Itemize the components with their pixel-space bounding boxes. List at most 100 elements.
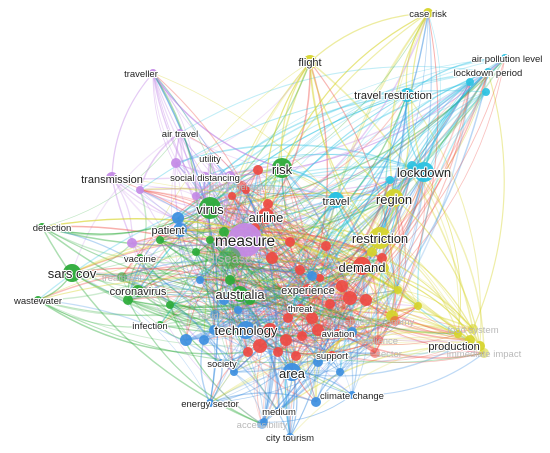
network-edge (256, 329, 271, 425)
label-infection: infection (132, 321, 167, 332)
node-economy[interactable] (390, 316, 400, 326)
network-edge (319, 179, 391, 279)
network-edge (299, 269, 485, 354)
network-edge (203, 285, 343, 341)
network-edge (257, 169, 393, 317)
node-case-risk[interactable] (423, 8, 433, 18)
node-wastewater[interactable] (34, 296, 42, 304)
node-traveller[interactable] (149, 69, 157, 77)
network-edge (351, 352, 485, 396)
network-edge (269, 197, 395, 331)
node-patient[interactable] (173, 223, 187, 237)
node-sars-cov[interactable] (63, 264, 81, 282)
node-infection[interactable] (156, 321, 164, 329)
node-immediate-impact[interactable] (479, 348, 489, 358)
network-edge (71, 257, 383, 295)
network-edge (185, 251, 373, 341)
network-edge (41, 207, 211, 235)
network-edge (281, 94, 408, 169)
network-edge (317, 265, 363, 363)
node-support[interactable] (328, 351, 336, 359)
network-edge (325, 245, 396, 322)
node-virus[interactable] (199, 197, 221, 219)
network-edge (317, 305, 419, 363)
node-air-travel[interactable] (176, 129, 184, 137)
label-case-risk: case risk (409, 9, 447, 20)
node-travel[interactable] (328, 192, 344, 208)
network-edge (271, 257, 471, 341)
node-airline[interactable] (258, 208, 274, 224)
node-measure[interactable] (228, 223, 262, 257)
network-edge (195, 237, 381, 263)
node-utility[interactable] (206, 154, 214, 162)
label-aviation: aviation (322, 329, 355, 340)
label-region: region (376, 192, 412, 207)
node-restriction[interactable] (369, 227, 391, 249)
node-society[interactable] (218, 359, 226, 367)
network-edge (185, 81, 471, 341)
network-edge (265, 215, 321, 279)
network-edge (139, 189, 337, 214)
node-australia[interactable] (232, 286, 248, 302)
node-coronavirus[interactable] (132, 285, 144, 297)
network-edge (245, 329, 291, 438)
node-demand[interactable] (353, 257, 371, 275)
node-experience[interactable] (302, 284, 314, 296)
node-implementation[interactable] (237, 181, 247, 191)
node-area[interactable] (283, 363, 301, 381)
node-technology[interactable] (237, 321, 255, 339)
unlabeled-node (283, 313, 293, 323)
node-region[interactable] (385, 189, 403, 207)
network-edge (195, 251, 216, 331)
network-edge (411, 165, 460, 335)
network-edge (385, 12, 429, 291)
node-accessibility[interactable] (257, 419, 267, 429)
network-edge (111, 177, 459, 335)
node-detection[interactable] (38, 223, 46, 231)
node-resilience[interactable] (373, 335, 383, 345)
node-vaccine[interactable] (136, 254, 144, 262)
network-edge (281, 12, 429, 169)
node-social-distancing[interactable] (201, 172, 209, 180)
network-edge (177, 167, 283, 219)
network-edge (223, 298, 289, 319)
network-edge (121, 276, 161, 326)
node-threat[interactable] (296, 304, 304, 312)
node-medium[interactable] (275, 407, 283, 415)
node-climate-change[interactable] (348, 391, 356, 399)
network-edge (209, 157, 353, 333)
node-sector[interactable] (370, 348, 380, 358)
unlabeled-node (253, 165, 263, 175)
node-city-tourism[interactable] (286, 433, 294, 441)
network-edge (37, 276, 459, 335)
node-energy-sector[interactable] (206, 399, 214, 407)
node-flight[interactable] (303, 55, 317, 69)
node-aviation[interactable] (334, 329, 342, 337)
node-investment[interactable] (345, 316, 355, 326)
network-edge (285, 331, 353, 343)
unlabeled-node (386, 176, 394, 184)
network-edge (289, 245, 331, 438)
node-resident[interactable] (210, 310, 220, 320)
node-disease[interactable] (219, 247, 241, 269)
node-treatment[interactable] (117, 272, 127, 282)
node-travel-restriction[interactable] (400, 88, 414, 102)
node-risk[interactable] (272, 158, 292, 178)
network-edge (309, 12, 429, 63)
network-edge (239, 71, 489, 295)
unlabeled-node (321, 241, 331, 251)
network-edge (139, 257, 215, 331)
network-edge (406, 57, 506, 96)
node-lockdown[interactable] (414, 162, 434, 182)
unlabeled-node (313, 357, 323, 367)
network-edge (259, 339, 379, 355)
network-edge (229, 257, 287, 341)
node-transmission[interactable] (106, 172, 118, 184)
network-edge (111, 72, 154, 179)
node-lockdown-period[interactable] (484, 68, 492, 76)
node-food-system[interactable] (468, 324, 478, 334)
unlabeled-node (306, 312, 318, 324)
network-edge (139, 189, 367, 301)
node-air-pollution-level[interactable] (501, 54, 509, 62)
network-edge (152, 72, 219, 404)
